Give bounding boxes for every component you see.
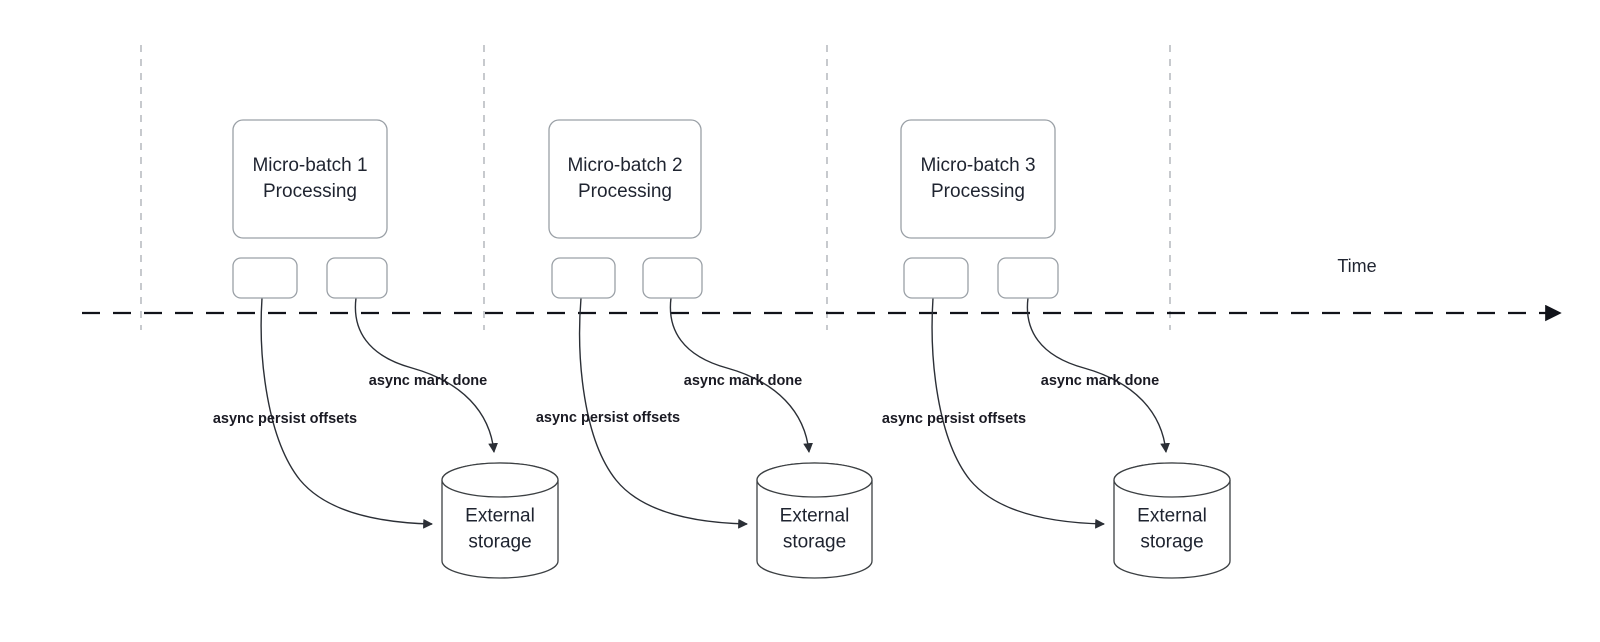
micro-batch-label-line2-2: Processing bbox=[578, 181, 672, 202]
task-box-3b[interactable] bbox=[997, 257, 1059, 299]
micro-batch-group-3: async persist offsets async mark done Micr… bbox=[882, 119, 1231, 579]
micro-batch-box-1[interactable] bbox=[232, 119, 388, 239]
micro-batch-group-2: async persist offsets async mark done Micr… bbox=[536, 119, 873, 579]
external-storage-cylinder-top-2 bbox=[756, 462, 873, 498]
micro-batch-box-3[interactable] bbox=[900, 119, 1056, 239]
micro-batch-label-line2-3: Processing bbox=[931, 181, 1025, 202]
task-box-2b[interactable] bbox=[642, 257, 703, 299]
time-axis-label: Time bbox=[1337, 256, 1376, 276]
edge-mark-done-3 bbox=[1026, 297, 1170, 453]
edge-persist-offsets-3 bbox=[931, 297, 1105, 529]
external-storage-label-line2-3: storage bbox=[1140, 532, 1203, 553]
edge-mark-done-3-label: async mark done bbox=[1041, 373, 1159, 389]
edge-persist-offsets-1 bbox=[260, 297, 433, 529]
micro-batch-groups: async persist offsets async mark done Micr… bbox=[213, 119, 1231, 579]
edge-persist-offsets-3-label: async persist offsets bbox=[882, 411, 1026, 427]
external-storage-cylinder-top-3 bbox=[1113, 462, 1231, 498]
edge-persist-offsets-1-label: async persist offsets bbox=[213, 411, 357, 427]
edge-mark-done-1-label: async mark done bbox=[369, 373, 487, 389]
external-storage-label-line1-1: External bbox=[465, 506, 535, 527]
external-storage-label-line2-1: storage bbox=[468, 532, 531, 553]
micro-batch-label-line1-1: Micro-batch 1 bbox=[252, 155, 367, 176]
external-storage-cylinder-top-1 bbox=[441, 462, 559, 498]
edge-persist-offsets-2 bbox=[578, 297, 748, 529]
micro-batch-label-line2-1: Processing bbox=[263, 181, 357, 202]
time-axis: Time bbox=[82, 256, 1562, 322]
micro-batch-label-line1-3: Micro-batch 3 bbox=[920, 155, 1035, 176]
micro-batch-group-1: async persist offsets async mark done Micr… bbox=[213, 119, 559, 579]
task-box-3a[interactable] bbox=[903, 257, 969, 299]
edge-mark-done-2-label: async mark done bbox=[684, 373, 802, 389]
edge-mark-done-1 bbox=[354, 297, 498, 453]
external-storage-label-line2-2: storage bbox=[783, 532, 846, 553]
edge-persist-offsets-2-label: async persist offsets bbox=[536, 410, 680, 426]
task-box-2a[interactable] bbox=[551, 257, 616, 299]
task-box-1b[interactable] bbox=[326, 257, 388, 299]
external-storage-label-line1-2: External bbox=[780, 506, 850, 527]
micro-batch-label-line1-2: Micro-batch 2 bbox=[567, 155, 682, 176]
edge-mark-done-2 bbox=[669, 297, 813, 453]
micro-batch-box-2[interactable] bbox=[548, 119, 702, 239]
batch-boundary-lines bbox=[140, 45, 1171, 330]
external-storage-label-line1-3: External bbox=[1137, 506, 1207, 527]
task-box-1a[interactable] bbox=[232, 257, 298, 299]
